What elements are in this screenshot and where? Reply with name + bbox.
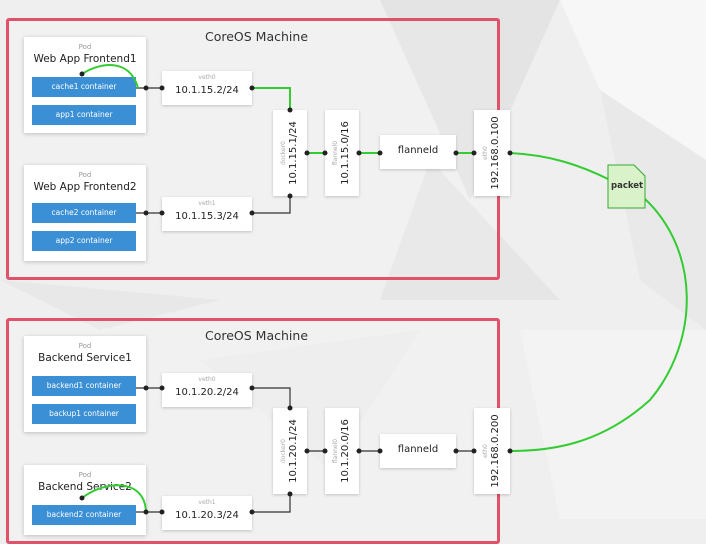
veth1-label: veth1 — [198, 499, 216, 506]
pod-web-app-frontend1[interactable]: Pod Web App Frontend1 cache1 container a… — [24, 37, 146, 133]
connections-layer — [79, 64, 688, 515]
veth1-box[interactable]: veth1 10.1.15.3/24 — [162, 197, 252, 231]
wire-packet-eth0-remote — [509, 197, 688, 452]
wire-backend-loop — [81, 484, 147, 513]
wire-veth0-docker0 — [252, 87, 291, 110]
pod-label: Pod — [78, 342, 92, 350]
container-cache1[interactable]: cache1 container — [32, 77, 136, 97]
packet-label: packet — [611, 181, 644, 191]
pod-name: Backend Service2 — [38, 481, 132, 493]
pod-backend-service1[interactable]: Pod Backend Service1 backend1 container … — [24, 336, 146, 432]
veth1-label: veth1 — [198, 200, 216, 207]
pod-name: Backend Service1 — [38, 352, 132, 364]
veth0-ip: 10.1.20.2/24 — [175, 387, 239, 398]
packet-shape — [607, 164, 646, 209]
pod-web-app-frontend2[interactable]: Pod Web App Frontend2 cache2 container a… — [24, 165, 146, 261]
veth0-ip: 10.1.15.2/24 — [175, 85, 239, 96]
wire-frontend-loop — [81, 64, 139, 89]
wire-veth1-docker0 — [252, 196, 291, 214]
veth0-label: veth0 — [198, 74, 216, 81]
wire-eth0-packet — [509, 152, 611, 181]
veth0-box[interactable]: veth0 10.1.20.2/24 — [162, 373, 252, 407]
wire-veth0-docker0-m2 — [252, 387, 291, 408]
pod-label: Pod — [78, 171, 92, 179]
pod-name: Web App Frontend1 — [33, 53, 137, 65]
flanneld-label: flanneld — [397, 145, 439, 156]
container-backend1[interactable]: backend1 container — [32, 376, 136, 396]
container-cache2[interactable]: cache2 container — [32, 203, 136, 223]
background-pattern — [380, 0, 560, 200]
pod-label: Pod — [78, 471, 92, 479]
veth1-ip: 10.1.20.3/24 — [175, 510, 239, 521]
pod-label: Pod — [78, 43, 92, 51]
veth0-label: veth0 — [198, 376, 216, 383]
veth0-box[interactable]: veth0 10.1.15.2/24 — [162, 71, 252, 105]
machine-1-title: CoreOS Machine — [205, 29, 309, 44]
container-app2[interactable]: app2 container — [32, 231, 136, 251]
veth1-ip: 10.1.15.3/24 — [175, 211, 239, 222]
flanneld-box[interactable]: flanneld — [380, 434, 456, 468]
flanneld-box[interactable]: flanneld — [380, 135, 456, 169]
container-backup1[interactable]: backup1 container — [32, 404, 136, 424]
pod-name: Web App Frontend2 — [33, 181, 137, 193]
flanneld-label: flanneld — [397, 444, 439, 455]
wire-veth1-docker0-m2 — [252, 494, 291, 513]
container-app1[interactable]: app1 container — [32, 105, 136, 125]
machine-2-title: CoreOS Machine — [205, 328, 309, 343]
